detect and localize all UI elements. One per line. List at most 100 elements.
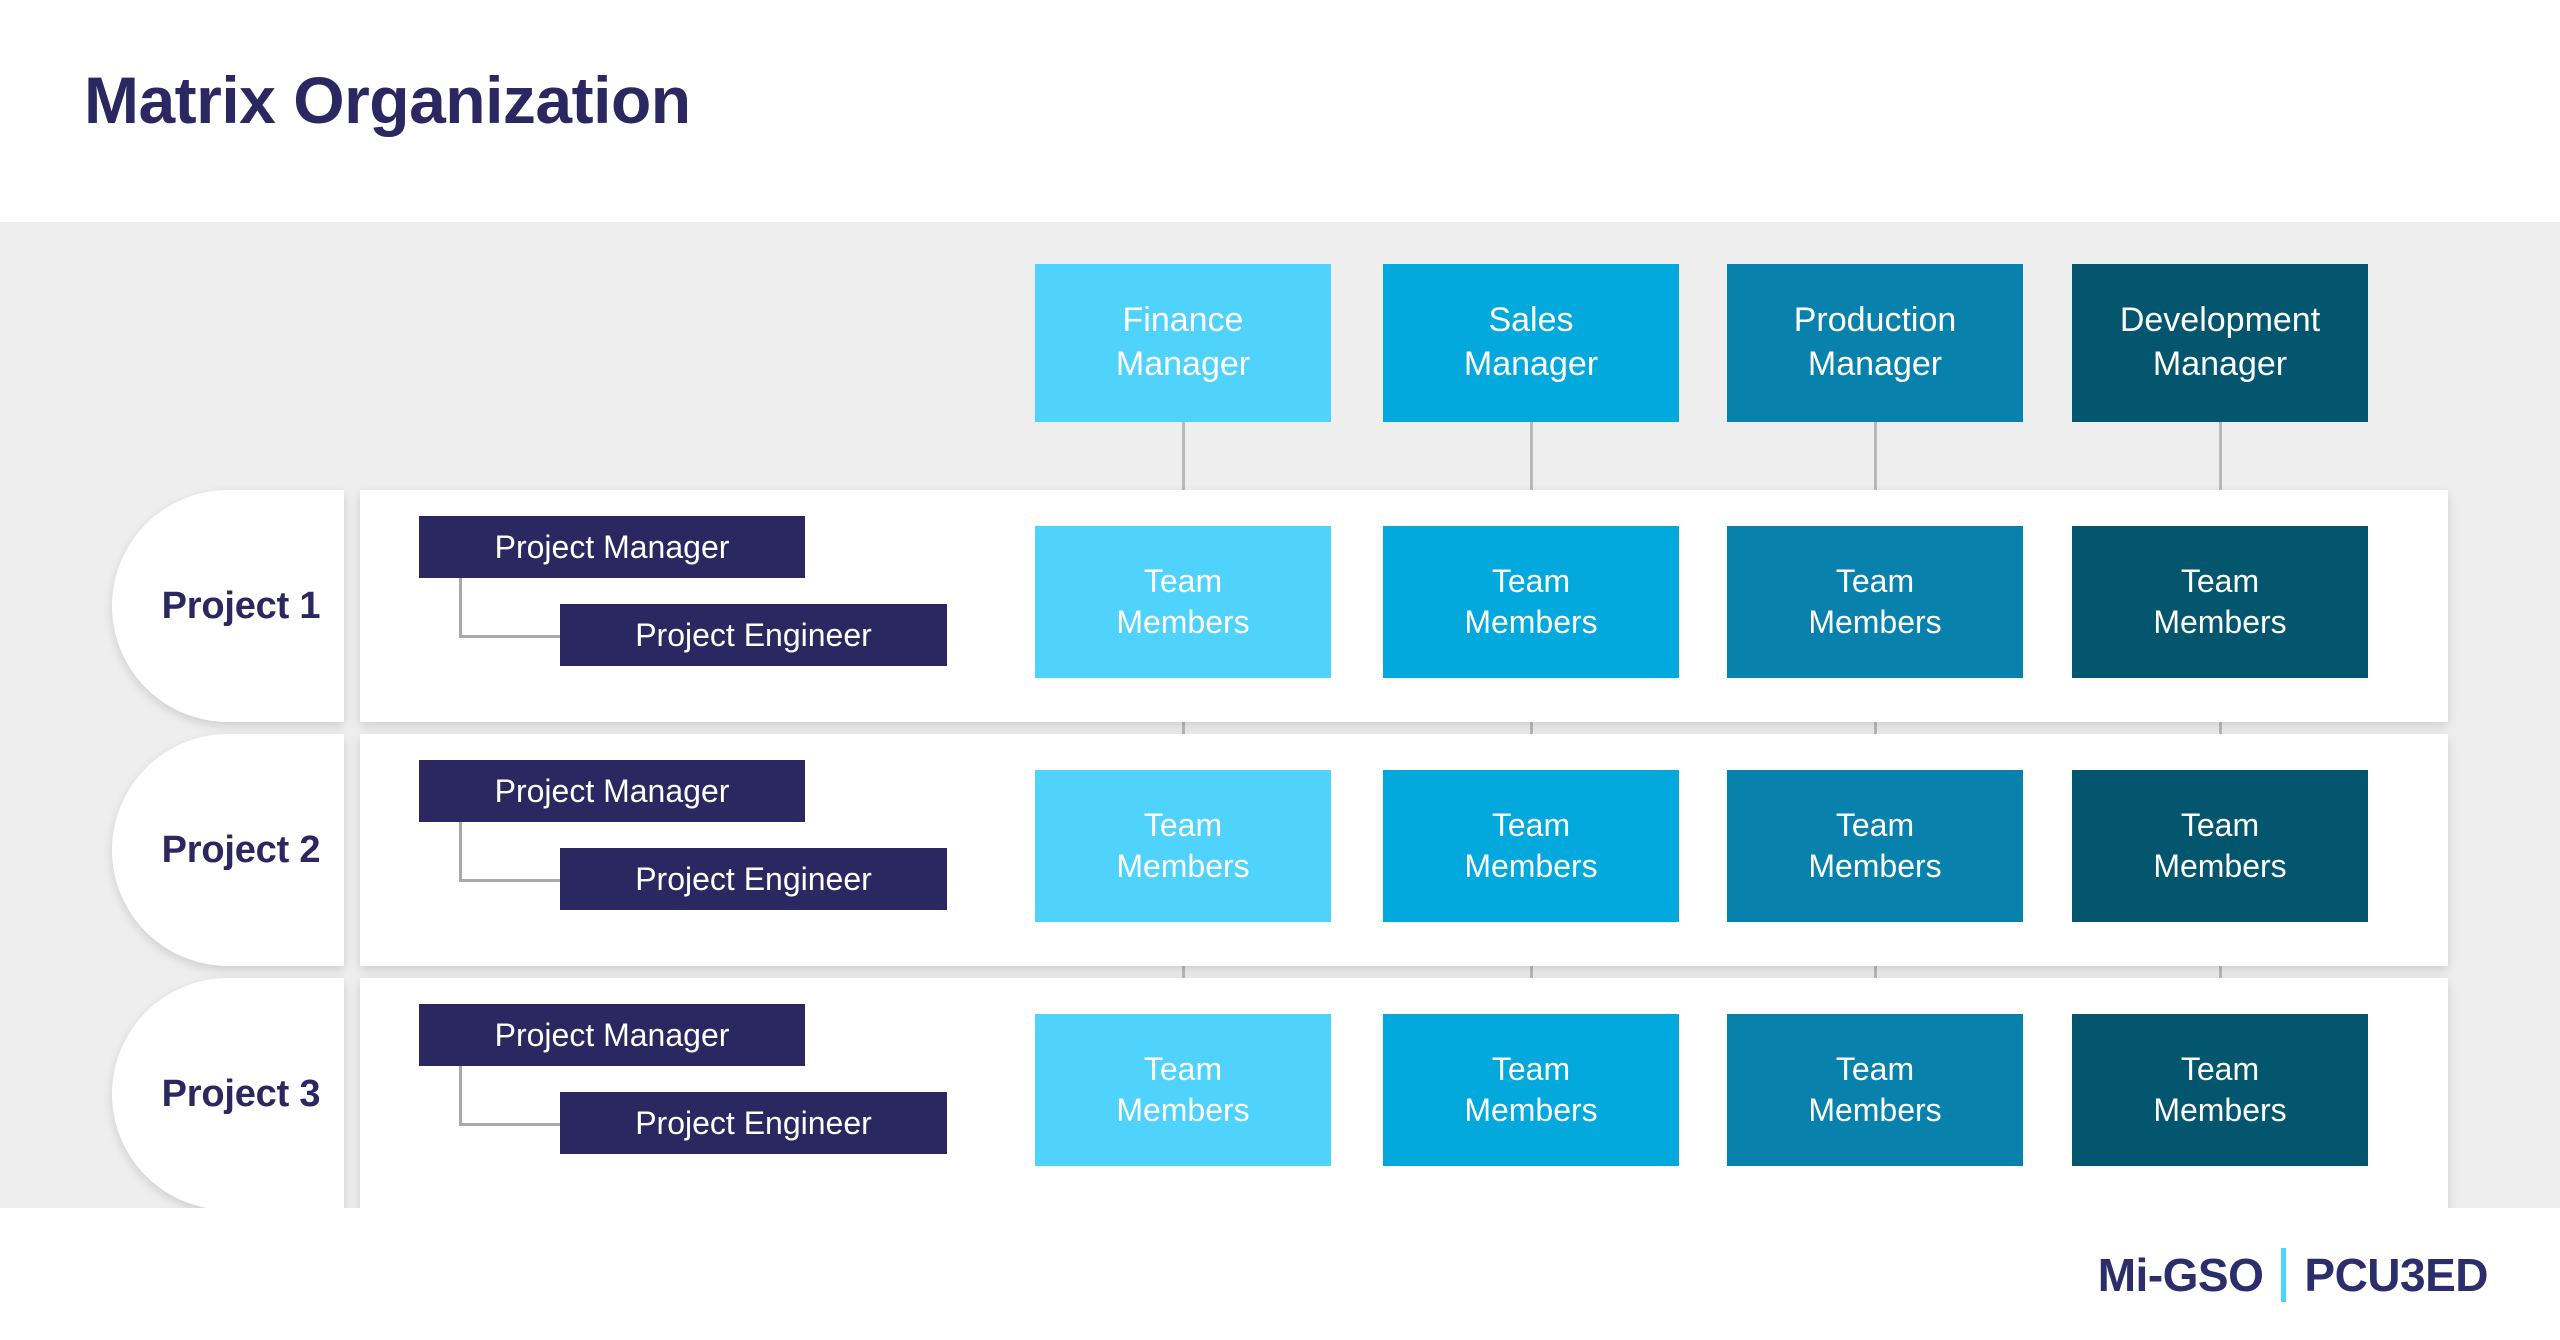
manager-label-line2: Manager xyxy=(1463,345,1599,383)
team-label-line1: Team xyxy=(1143,563,1223,600)
logo-migso-text: Mi-GSO xyxy=(2097,1249,2264,1301)
team-label-line1: Team xyxy=(2180,807,2260,844)
project-manager-label: Project Manager xyxy=(494,772,730,809)
project-engineer-box[interactable]: Project Engineer xyxy=(560,1092,947,1154)
team-label-line2: Members xyxy=(1464,1092,1598,1128)
project-engineer-label: Project Engineer xyxy=(635,860,872,897)
team-label-line2: Members xyxy=(1116,1092,1250,1128)
project-engineer-label: Project Engineer xyxy=(635,616,872,653)
project-engineer-box[interactable]: Project Engineer xyxy=(560,604,947,666)
team-label-line1: Team xyxy=(2180,563,2260,600)
team-label-line1: Team xyxy=(1143,1051,1223,1088)
team-label-line1: Team xyxy=(1491,563,1571,600)
project-label-pill[interactable]: Project 3 xyxy=(112,978,344,1210)
project-manager-label: Project Manager xyxy=(494,528,730,565)
connector-vertical xyxy=(459,822,462,882)
team-label-line2: Members xyxy=(2153,848,2287,884)
brand-logo: Mi-GSO PCU3ED xyxy=(2098,1246,2488,1304)
logo-pcubed-text: PCU3ED xyxy=(2304,1249,2488,1301)
manager-label-line2: Manager xyxy=(1115,345,1251,383)
project-label-text: Project 3 xyxy=(161,1072,321,1115)
project-manager-box[interactable]: Project Manager xyxy=(419,516,805,578)
project-engineer-box[interactable]: Project Engineer xyxy=(560,848,947,910)
manager-label-line1: Production xyxy=(1793,301,1957,340)
manager-label-line2: Manager xyxy=(2152,345,2288,383)
project-engineer-label: Project Engineer xyxy=(635,1104,872,1141)
team-label-line1: Team xyxy=(2180,1051,2260,1088)
manager-label-line1: Finance xyxy=(1122,301,1244,340)
team-label-line1: Team xyxy=(1835,563,1915,600)
project-label-pill[interactable]: Project 2 xyxy=(112,734,344,966)
team-label-line2: Members xyxy=(1116,604,1250,640)
team-label-line2: Members xyxy=(1808,1092,1942,1128)
team-label-line2: Members xyxy=(1808,604,1942,640)
team-label-line1: Team xyxy=(1835,1051,1915,1088)
project-manager-box[interactable]: Project Manager xyxy=(419,760,805,822)
connector-horizontal xyxy=(459,879,569,882)
team-label-line1: Team xyxy=(1491,1051,1571,1088)
project-label-text: Project 2 xyxy=(161,828,321,871)
connector-horizontal xyxy=(459,1123,569,1126)
manager-label-line1: Development xyxy=(2119,301,2321,340)
connector-horizontal xyxy=(459,635,569,638)
team-label-line1: Team xyxy=(1835,807,1915,844)
project-manager-box[interactable]: Project Manager xyxy=(419,1004,805,1066)
project-label-pill[interactable]: Project 1 xyxy=(112,490,344,722)
team-label-line2: Members xyxy=(2153,1092,2287,1128)
team-label-line2: Members xyxy=(1116,848,1250,884)
team-label-line2: Members xyxy=(1464,848,1598,884)
page-title: Matrix Organization xyxy=(84,63,691,137)
team-label-line2: Members xyxy=(2153,604,2287,640)
project-manager-label: Project Manager xyxy=(494,1016,730,1053)
manager-label-line2: Manager xyxy=(1807,345,1943,383)
team-label-line1: Team xyxy=(1143,807,1223,844)
connector-vertical xyxy=(459,578,462,638)
team-label-line1: Team xyxy=(1491,807,1571,844)
manager-label-line1: Sales xyxy=(1488,301,1574,340)
header-band: Matrix Organization xyxy=(0,0,2560,222)
project-label-text: Project 1 xyxy=(161,584,321,627)
team-label-line2: Members xyxy=(1464,604,1598,640)
